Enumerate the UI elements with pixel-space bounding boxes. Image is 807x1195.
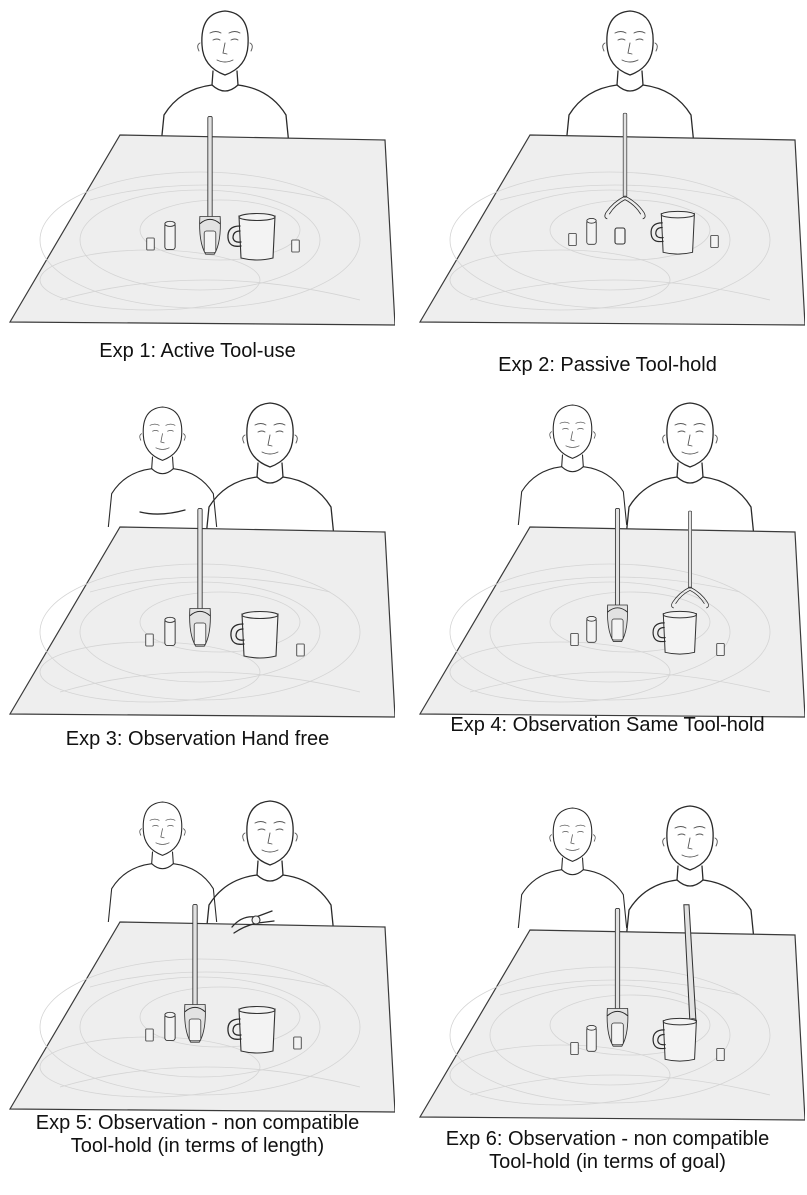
caption-line: Exp 1: Active Tool-use (99, 340, 296, 362)
caption-line-2: Tool-hold (in terms of goal) (489, 1151, 726, 1173)
observer-person (107, 801, 218, 922)
caption-line-1: Exp 5: Observation - non compatible (35, 1112, 360, 1134)
caption-exp2: Exp 2: Passive Tool-hold (410, 354, 805, 377)
block-left (145, 1028, 154, 1042)
caption-line-1: Exp 6: Observation - non compatible (445, 1128, 770, 1150)
block-right (291, 239, 300, 253)
caption-exp4: Exp 4: Observation Same Tool-hold (410, 714, 805, 737)
block-right (296, 643, 305, 657)
observer-person (517, 807, 628, 928)
caption-line: Exp 3: Observation Hand free (65, 728, 330, 750)
scene-exp3 (9, 402, 395, 718)
block-right (716, 1048, 725, 1061)
subject-person (159, 10, 291, 155)
cylinder (586, 1024, 597, 1052)
cylinder (164, 616, 176, 647)
caption-exp5: Exp 5: Observation - non compatible Tool… (0, 1112, 395, 1158)
cylinder (164, 220, 176, 251)
cylinder (586, 615, 597, 643)
block-left (570, 633, 579, 646)
caption-exp6: Exp 6: Observation - non compatible Tool… (410, 1128, 805, 1174)
small-object (614, 227, 626, 245)
table (419, 134, 805, 326)
caption-line: Exp 4: Observation Same Tool-hold (450, 714, 765, 736)
caption-exp1: Exp 1: Active Tool-use (0, 340, 395, 363)
scene-exp4 (419, 402, 805, 718)
block-left (570, 1042, 579, 1055)
caption-exp3: Exp 3: Observation Hand free (0, 728, 395, 751)
scene-exp1 (9, 10, 395, 326)
block-right (710, 235, 719, 248)
cylinder (164, 1011, 176, 1042)
block-right (293, 1036, 302, 1050)
caption-line: Exp 2: Passive Tool-hold (498, 354, 717, 376)
subject-person (564, 10, 696, 155)
scene-exp2 (419, 10, 805, 326)
observer-person (517, 404, 628, 525)
subject-person (204, 402, 336, 547)
observer-arm (139, 509, 186, 515)
block-left (146, 237, 155, 251)
block-left (568, 233, 577, 246)
cylinder (586, 217, 597, 245)
caption-line-2: Tool-hold (in terms of length) (70, 1135, 325, 1157)
scene-exp5 (9, 800, 395, 1113)
block-left (145, 633, 154, 647)
scene-exp6 (419, 805, 805, 1121)
block-right (716, 643, 725, 656)
